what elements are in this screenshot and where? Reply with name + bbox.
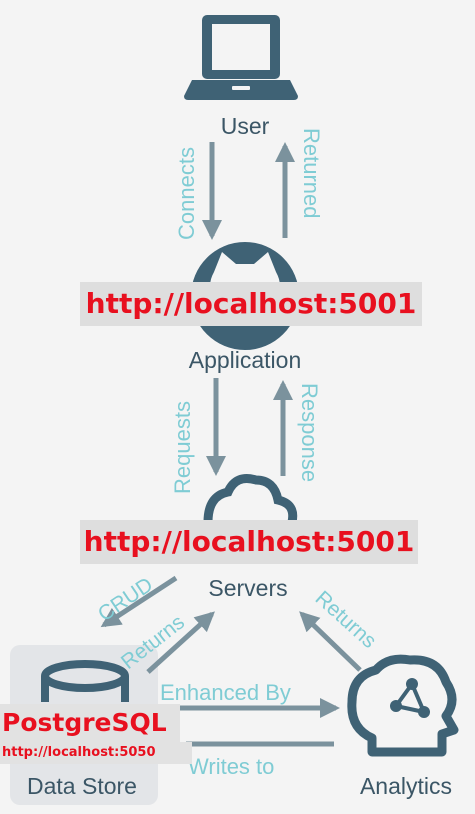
edge-label-writes-to: Writes to bbox=[188, 754, 274, 779]
arrow-returns-analytics bbox=[299, 611, 362, 672]
laptop-icon bbox=[184, 15, 298, 100]
node-label-application: Application bbox=[189, 347, 302, 373]
edge-label-returns-analytics: Returns bbox=[311, 587, 381, 653]
cloud-icon bbox=[203, 474, 298, 523]
node-label-user: User bbox=[221, 113, 270, 139]
edge-label-requests: Requests bbox=[170, 401, 195, 494]
arrow-crud bbox=[100, 575, 178, 628]
datastore-url-overlay: http://localhost:5050 bbox=[0, 742, 192, 764]
node-label-data-store: Data Store bbox=[27, 773, 137, 799]
edge-label-connects: Connects bbox=[174, 147, 199, 240]
database-icon bbox=[41, 660, 129, 702]
arrow-returns-store bbox=[146, 611, 215, 674]
edge-label-enhanced-by: Enhanced By bbox=[160, 680, 291, 705]
servers-url-overlay: http://localhost:5001 bbox=[80, 520, 418, 564]
brain-icon bbox=[347, 654, 459, 757]
node-label-analytics: Analytics bbox=[360, 773, 452, 799]
application-url-overlay: http://localhost:5001 bbox=[80, 282, 422, 326]
edge-label-response: Response bbox=[297, 383, 322, 482]
datastore-name-overlay: PostgreSQL bbox=[0, 704, 180, 742]
node-label-servers: Servers bbox=[208, 575, 287, 601]
edge-label-returned: Returned bbox=[299, 128, 324, 219]
edge-label-crud: CRUD bbox=[94, 573, 157, 626]
